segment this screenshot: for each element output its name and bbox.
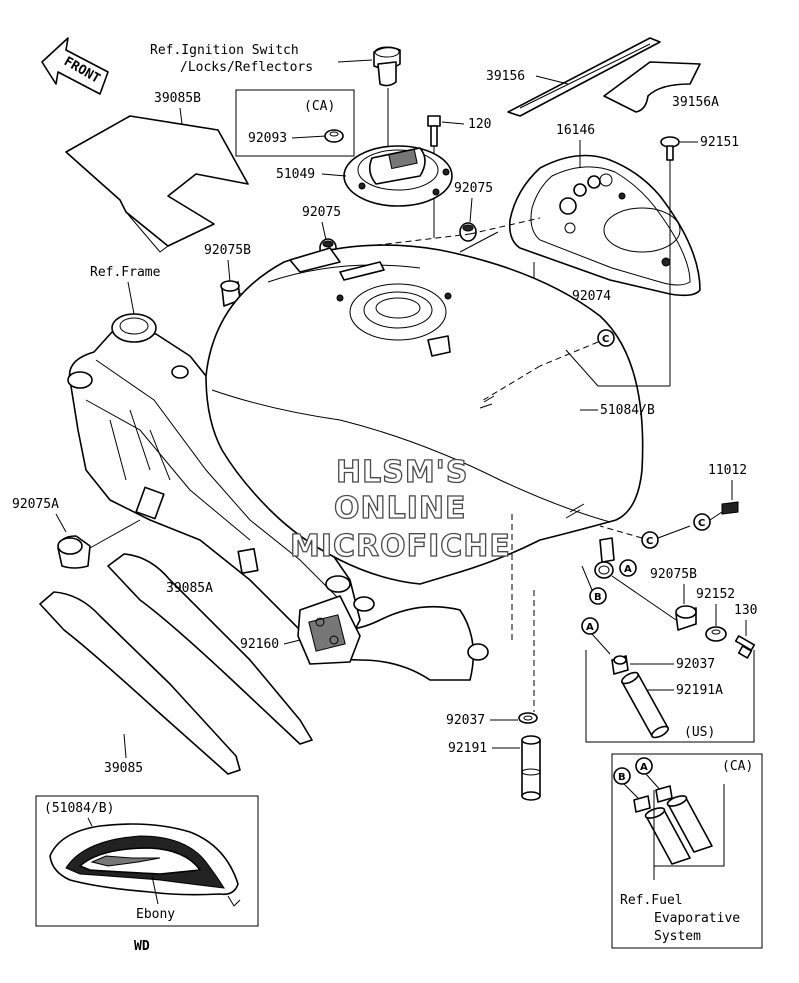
callout-a-us: A — [581, 617, 599, 635]
part-39085b-label: 39085B — [154, 91, 201, 106]
ca-box — [235, 89, 355, 157]
part-92075a-cushion — [57, 535, 91, 569]
part-92093-label: 92093 — [248, 131, 287, 146]
callout-b-tank: B — [589, 587, 607, 605]
svg-text:C: C — [602, 334, 609, 345]
part-92151-label: 92151 — [700, 135, 739, 150]
part-39085a-strip — [107, 553, 313, 745]
inset-tank-drawing — [49, 817, 241, 907]
part-16146-label: 16146 — [556, 123, 595, 138]
part-51049-label: 51049 — [276, 167, 315, 182]
us-box — [585, 650, 755, 743]
part-92037-clamp-us — [611, 655, 629, 675]
ca-box2-label: (CA) — [722, 759, 753, 774]
svg-text:A: A — [586, 622, 594, 633]
part-92075-left-label: 92075 — [302, 205, 341, 220]
ref-fuel-label-3: System — [654, 929, 701, 944]
part-92074-label: 92074 — [572, 289, 611, 304]
part-39085a-label: 39085A — [166, 581, 213, 596]
part-130-bolt — [734, 635, 756, 659]
part-tank-fitting — [594, 537, 615, 579]
ebony-label: Ebony — [136, 907, 175, 922]
part-92152-label: 92152 — [696, 587, 735, 602]
part-39156-strip — [507, 37, 661, 117]
part-120-label: 120 — [468, 117, 491, 132]
part-51049-filler — [343, 145, 453, 207]
part-39156a-pad — [603, 61, 701, 113]
part-92075-top-label: 92075 — [454, 181, 493, 196]
part-51084b-tank — [205, 244, 644, 681]
part-92151-screw — [660, 136, 680, 161]
ca-box-2 — [611, 753, 763, 949]
part-92160-label: 92160 — [240, 637, 279, 652]
svg-text:C: C — [646, 536, 653, 547]
part-11012-clip — [721, 501, 739, 515]
part-92191-label: 92191 — [448, 741, 487, 756]
part-92075b-grommet-right — [675, 605, 697, 631]
svg-text:HLSM'S: HLSM'S — [336, 455, 468, 490]
part-16146-panel — [508, 154, 701, 297]
part-11012-label: 11012 — [708, 463, 747, 478]
part-39156-label: 39156 — [486, 69, 525, 84]
ref-ignition-label-1: Ref.Ignition Switch — [150, 43, 299, 58]
part-39085b-pad — [65, 115, 249, 253]
part-92037-bottom-label: 92037 — [446, 713, 485, 728]
ref-frame-label: Ref.Frame — [90, 265, 161, 280]
part-39156a-label: 39156A — [672, 95, 719, 110]
svg-text:C: C — [698, 518, 705, 529]
part-92075a-label: 92075A — [12, 497, 59, 512]
watermark: HLSM'S ONLINE MICROFICHE — [289, 454, 511, 564]
part-92075-grommet-right — [459, 222, 477, 242]
part-92093-washer — [324, 129, 344, 143]
part-51084b-label: 51084/B — [600, 403, 655, 418]
part-ca-hoses — [644, 795, 713, 865]
ignition-cap-part — [373, 46, 401, 87]
inset-title: (51084/B) — [44, 801, 114, 816]
part-92037-us-label: 92037 — [676, 657, 715, 672]
svg-text:A: A — [624, 564, 632, 575]
wd-label: WD — [134, 939, 150, 954]
part-92160-bracket — [297, 595, 361, 665]
part-39085-label: 39085 — [104, 761, 143, 776]
ref-ignition-label-2: /Locks/Reflectors — [180, 60, 313, 75]
part-92037-clamp — [518, 712, 538, 724]
callout-c-right: C — [693, 513, 711, 531]
callout-c-mid: C — [641, 531, 659, 549]
part-92152-washer — [705, 626, 727, 642]
svg-text:B: B — [594, 592, 602, 603]
part-39085-strip — [39, 591, 241, 775]
callout-a-tank: A — [619, 559, 637, 577]
svg-text:MICROFICHE: MICROFICHE — [290, 529, 511, 564]
callout-b-ca: B — [613, 767, 631, 785]
part-ca-clamps — [633, 785, 673, 813]
callout-a-ca: A — [635, 757, 653, 775]
part-120-bolt — [427, 115, 441, 147]
ref-fuel-label-1: Ref.Fuel — [620, 893, 683, 908]
part-92191-hose — [521, 735, 541, 801]
part-92075b-top-label: 92075B — [204, 243, 251, 258]
svg-text:B: B — [618, 772, 626, 783]
part-92191a-label: 92191A — [676, 683, 723, 698]
part-92191a-hose — [621, 671, 669, 739]
svg-text:ONLINE: ONLINE — [334, 491, 467, 526]
us-label: (US) — [684, 725, 715, 740]
svg-text:A: A — [640, 762, 648, 773]
ref-fuel-label-2: Evaporative — [654, 911, 740, 926]
ca-bracket-lines — [653, 784, 725, 867]
front-arrow-icon: FRONT — [41, 37, 109, 95]
part-92075b-right-label: 92075B — [650, 567, 697, 582]
callout-c-upper: C — [597, 329, 615, 347]
inset-box — [35, 795, 259, 927]
part-130-label: 130 — [734, 603, 757, 618]
ca-label: (CA) — [304, 99, 335, 114]
